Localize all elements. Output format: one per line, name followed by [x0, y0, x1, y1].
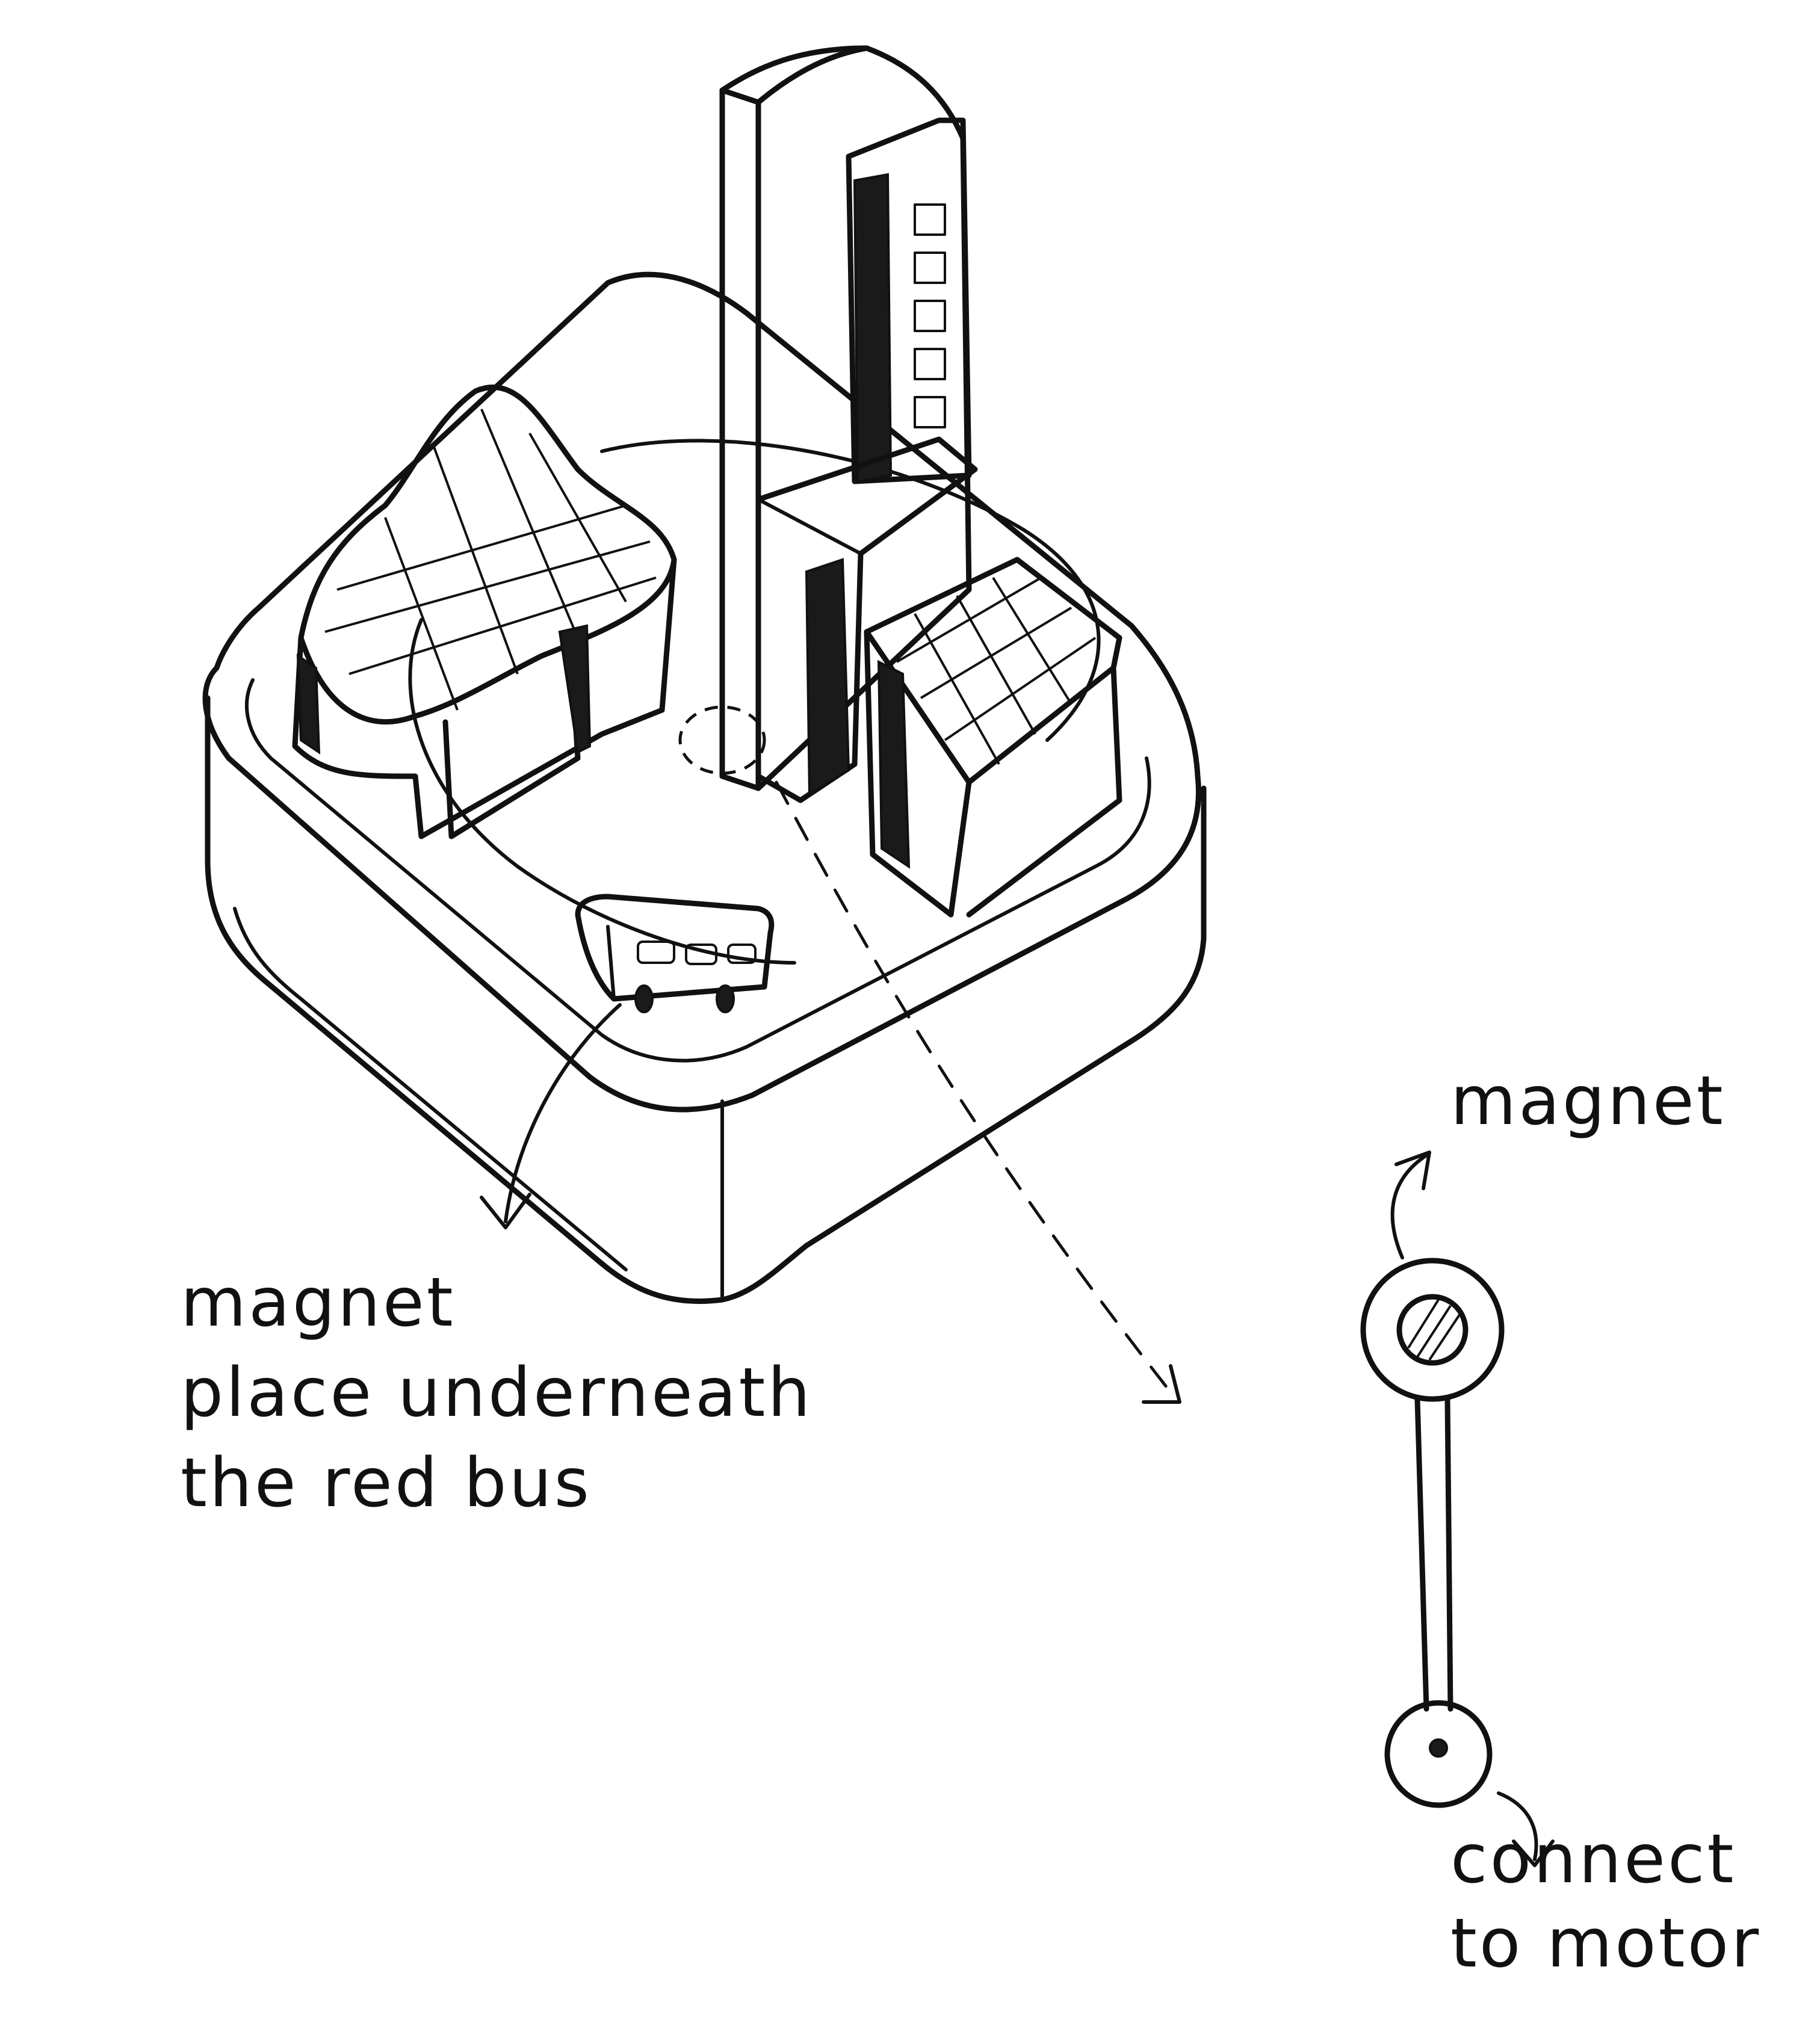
- bus-wheel-front: [636, 986, 652, 1012]
- base-inner-rim: [247, 680, 1150, 1061]
- right-grid-building: [867, 560, 1119, 915]
- road-loop: [410, 440, 1098, 963]
- base-platform: [205, 274, 1204, 1301]
- right-block-shade: [806, 560, 849, 794]
- arm-magnet-label: magnet: [1450, 1056, 1726, 1146]
- motor-note: connect to motor: [1450, 1817, 1761, 1986]
- bus-front: [608, 927, 614, 999]
- tower-front: [722, 90, 758, 788]
- left-building-walls: [295, 560, 674, 836]
- arm-top-disc: [1363, 1261, 1502, 1399]
- arm-magnet-arrow: [1393, 1152, 1429, 1258]
- bus-magnet-arrow: [481, 1005, 620, 1228]
- left-building-corner-shade: [298, 656, 319, 752]
- bus-magnet-note-line-2: place underneath: [181, 1348, 812, 1438]
- bus-magnet-note-line-1: magnet: [181, 1258, 812, 1348]
- left-roof-grid: [325, 409, 656, 710]
- bus-magnet-note: magnet place underneath the red bus: [181, 1258, 812, 1528]
- motor-note-line-2: to motor: [1450, 1901, 1761, 1986]
- bus-wheel-rear: [717, 986, 734, 1012]
- bus-magnet-note-line-3: the red bus: [181, 1438, 812, 1528]
- motor-axle: [1430, 1740, 1447, 1756]
- building-windows: [915, 205, 945, 427]
- windowed-building: [849, 120, 969, 481]
- base-right-side: [722, 788, 1204, 1300]
- bus: [578, 897, 772, 1012]
- base-plinth: [235, 909, 626, 1270]
- left-building-shade: [560, 626, 590, 752]
- right-block-edge: [758, 499, 861, 554]
- dashed-guide-arrow: [776, 782, 1180, 1402]
- arm-rod: [1417, 1399, 1450, 1709]
- motor-note-line-1: connect: [1450, 1817, 1761, 1901]
- arm-magnet-hatch: [1408, 1300, 1459, 1360]
- arm-magnet: [1399, 1297, 1466, 1363]
- bus-windows: [638, 942, 755, 964]
- left-building: [295, 388, 674, 836]
- right-grid-shade: [879, 662, 909, 866]
- magnet-arm: [1363, 1261, 1502, 1805]
- windowed-building-shadow: [855, 175, 891, 481]
- base-top-outline: [205, 274, 1198, 1110]
